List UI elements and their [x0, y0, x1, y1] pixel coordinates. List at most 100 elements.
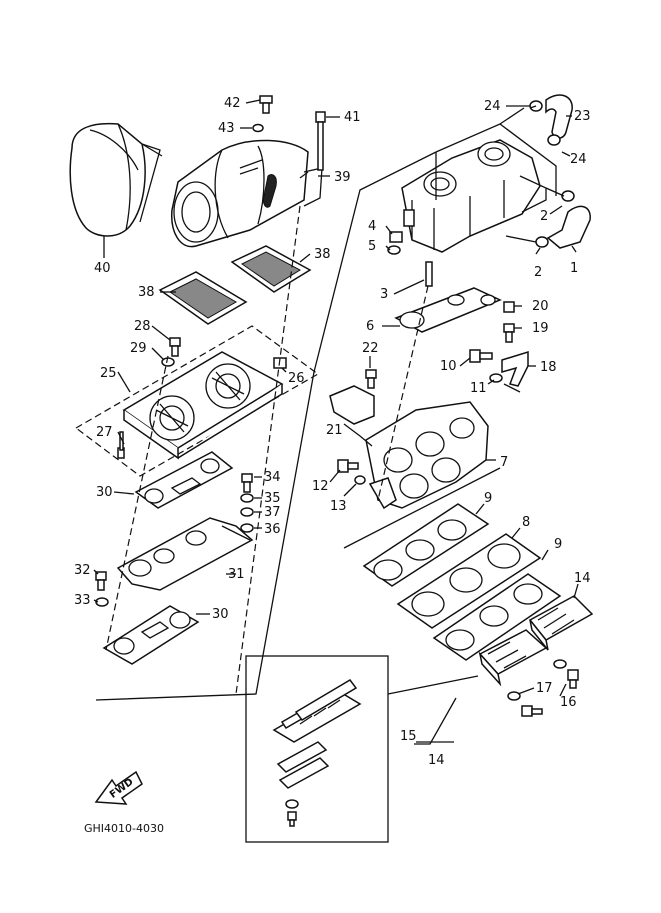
washer-43 — [252, 123, 264, 133]
screen-element-left — [158, 271, 248, 325]
bolt-34 — [241, 473, 253, 493]
callout-38a: 38 — [314, 247, 331, 262]
guide-line-23 — [499, 105, 537, 125]
silencer-base-plate — [122, 351, 284, 460]
callout-10: 10 — [440, 359, 457, 374]
callout-28: 28 — [134, 319, 151, 334]
washer-35 — [240, 493, 254, 503]
gasket-9-lower — [432, 573, 562, 661]
callout-11: 11 — [470, 381, 487, 396]
gasket-6 — [394, 287, 502, 333]
washer-17b — [553, 659, 567, 669]
assembly-line-left — [105, 355, 169, 651]
callout-7: 7 — [500, 455, 508, 470]
callout-26: 26 — [288, 371, 305, 386]
bolt-22 — [365, 369, 377, 389]
callout-33: 33 — [74, 593, 91, 608]
callout-25: 25 — [100, 366, 117, 381]
nut-4 — [389, 231, 403, 243]
fwd-arrow-icon — [94, 770, 143, 805]
intake-silencer-body — [171, 139, 323, 248]
guide-line-2 — [505, 187, 565, 243]
inset-leader — [387, 675, 479, 695]
bolt-17a — [521, 705, 543, 717]
guide-line-39 — [299, 171, 309, 179]
callout-17: 17 — [536, 681, 553, 696]
callout-31: 31 — [228, 567, 245, 582]
cap-20 — [503, 301, 515, 313]
boundary-right — [343, 383, 521, 549]
callout-24b: 24 — [570, 152, 587, 167]
clamp-24-lower — [547, 134, 561, 146]
plate-8 — [396, 533, 542, 629]
bolt-42 — [259, 95, 273, 114]
assembly-line-main — [235, 205, 301, 695]
callout-12: 12 — [312, 479, 329, 494]
reed-valve-right — [528, 595, 594, 651]
bracket-21 — [329, 385, 375, 425]
flame-arrester-cover — [69, 122, 161, 237]
callout-36: 36 — [264, 522, 281, 537]
callout-14b: 14 — [428, 753, 445, 768]
callout-34: 34 — [264, 470, 281, 485]
hose-1 — [546, 205, 591, 249]
callout-35: 35 — [264, 491, 281, 506]
callout-21: 21 — [326, 423, 343, 438]
callout-13: 13 — [330, 499, 347, 514]
callout-14a: 14 — [574, 571, 591, 586]
callout-9b: 9 — [554, 537, 562, 552]
callout-23: 23 — [574, 109, 591, 124]
callout-27: 27 — [96, 425, 113, 440]
callout-15: 15 — [400, 729, 417, 744]
bracket-15-14 — [414, 697, 457, 745]
collar-36 — [240, 523, 254, 533]
callout-32: 32 — [74, 563, 91, 578]
inset-reed-assembly — [272, 679, 362, 827]
callout-labels: 42 43 41 39 40 38 38 28 29 25 26 27 30 3… — [74, 96, 591, 768]
callout-30b: 30 — [212, 607, 229, 622]
clamp-2-upper — [561, 190, 575, 202]
reed-valve-left — [478, 629, 548, 687]
gasket-30-upper — [134, 451, 234, 509]
callout-42: 42 — [224, 96, 241, 111]
assembly-line-right — [377, 285, 429, 501]
callout-9a: 9 — [484, 491, 492, 506]
gasket-9-upper — [362, 503, 490, 587]
callout-38b: 38 — [138, 285, 155, 300]
section-boundary — [95, 151, 437, 701]
leader-lines — [93, 99, 579, 697]
inset-box-15 — [245, 655, 389, 843]
callout-4: 4 — [368, 219, 376, 234]
washer-33 — [95, 597, 109, 607]
clamp-2-lower — [535, 236, 549, 248]
bolt-41 — [315, 111, 326, 171]
callout-6: 6 — [366, 319, 374, 334]
callout-1: 1 — [570, 261, 578, 276]
callout-5: 5 — [368, 239, 376, 254]
callout-22: 22 — [362, 341, 379, 356]
bolt-28 — [169, 337, 181, 357]
washer-13 — [354, 475, 366, 485]
assembly-box-25 — [74, 325, 320, 477]
bracket-18 — [501, 350, 529, 387]
stud-3 — [425, 261, 433, 287]
bolt-19 — [503, 323, 515, 343]
bolt-10 — [469, 349, 493, 363]
callout-43: 43 — [218, 121, 235, 136]
intake-manifold-7 — [365, 401, 489, 510]
callout-29: 29 — [130, 341, 147, 356]
callout-41: 41 — [344, 110, 361, 125]
callout-20: 20 — [532, 299, 549, 314]
washer-17a — [507, 691, 521, 701]
callout-24a: 24 — [484, 99, 501, 114]
carburetor-body — [401, 139, 547, 253]
carburetor-boundary — [435, 123, 557, 200]
callout-19: 19 — [532, 321, 549, 336]
callout-2b: 2 — [534, 265, 542, 280]
grommet-37 — [240, 507, 254, 517]
callout-30a: 30 — [96, 485, 113, 500]
callout-40: 40 — [94, 261, 111, 276]
bolt-16 — [567, 669, 579, 689]
washer-5 — [387, 245, 401, 255]
